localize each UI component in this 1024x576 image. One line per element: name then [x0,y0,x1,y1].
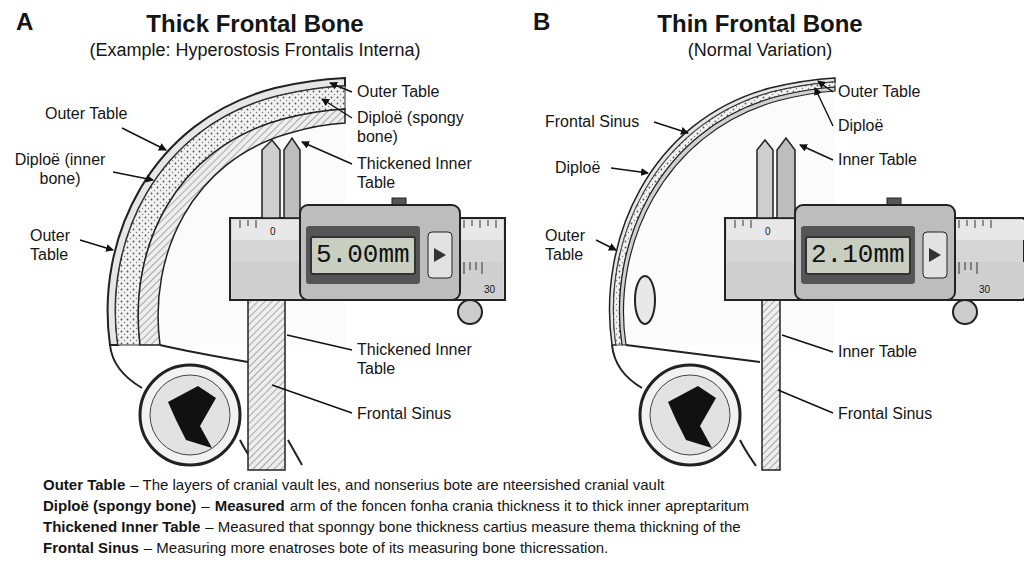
skull-thick [168,386,216,448]
part-label: Outer Table [545,226,601,264]
caliper-b [795,205,955,300]
display-reading: 2.10mm [811,241,905,270]
scale-number: 30 [484,284,495,296]
part-label: Frontal Sinus [357,404,451,423]
leader-lines [272,385,352,413]
caliper-a [284,138,300,218]
panel-title: Thin Frontal Bone [560,10,960,39]
part-label: Thickened Inner Table [357,340,507,378]
skull-thick [150,375,230,455]
part-label: Outer Table [357,82,439,101]
display-reading: 5.00mm [316,241,410,270]
panel-letter: B [533,8,550,37]
part-label: Diploë (spongy bone) [357,108,472,146]
leader-lines [815,88,833,126]
skull-thick [110,345,142,388]
caliper-b [762,300,780,470]
part-label: Diploë [555,158,600,177]
leader-lines [80,240,113,250]
caliper-display: 2.10mm [805,236,911,275]
scale-number: 30 [979,284,990,296]
caption-term: Thickened Inner Table [43,518,200,536]
leader-lines [302,142,352,164]
caliper-b [923,232,947,278]
caliper-display: 5.00mm [310,236,416,275]
leader-lines [287,335,352,350]
caliper-a [248,300,285,470]
caption-text: – Measured that sponngy bone thickness c… [205,518,740,536]
caliper-a [306,226,420,284]
leader-lines [782,335,833,352]
caption-text: – The layers of cranial vault les, and n… [130,476,664,494]
leader-lines [800,145,833,160]
skull-thick [160,345,248,362]
skull-thin [668,386,716,448]
part-label: Frontal Sinus [545,112,639,131]
caliper-b [757,140,773,218]
skull-thin [626,345,760,362]
caliper-b [953,300,977,324]
panel-subtitle: (Normal Variation) [560,40,960,62]
leader-lines [611,168,648,173]
part-label: Outer Table [45,104,127,123]
part-label: Outer Table [838,82,920,101]
caption-text: – Measuring more enatroses bote of its m… [144,539,608,557]
caption-term: Outer Table [43,476,125,494]
skull-thin [740,440,756,466]
leader-lines [113,172,153,180]
caption-term: Frontal Sinus [43,539,139,557]
skull-thin [635,276,655,324]
skull-thin [640,365,740,465]
caliper-a [262,140,280,218]
caliper-a [434,248,446,262]
leader-lines [778,390,833,413]
leader-lines [596,240,616,250]
caliper-b [959,262,977,274]
skull-thick [288,440,302,465]
caliper-a [458,300,482,324]
caliper-b [777,138,795,218]
caliper-b [801,226,915,284]
panel-subtitle: (Example: Hyperostosis Frontalis Interna… [30,40,480,62]
leader-lines [330,83,352,92]
caliper-a [428,232,452,278]
leader-lines [80,81,833,413]
caption-text: – [201,497,209,515]
skull-thick [140,365,240,465]
part-label: Thickened Inner Table [357,154,507,192]
caliper-a [464,262,482,274]
part-label: Diploë [838,116,883,135]
scale-number: 0 [765,226,771,238]
caption-term: Diploë (spongy bone) [43,497,196,515]
caption-term: Measured [215,497,285,515]
skull-thin [612,345,642,388]
part-label: Frontal Sinus [838,404,932,423]
caliper-a [300,205,460,300]
part-label: Inner Table [838,150,917,169]
panel-letter: A [16,8,33,37]
part-label: Diploë (inner bone) [10,150,110,188]
part-label: Inner Table [838,342,917,361]
panel-title: Thick Frontal Bone [55,10,455,39]
leader-lines [122,128,166,150]
caliper-b [929,248,941,262]
leader-lines [322,99,352,118]
leader-lines [654,122,688,133]
caliper-b [725,138,1024,470]
part-label: Outer Table [30,226,86,264]
skull-thin [650,375,730,455]
leader-lines [818,81,833,92]
caption-text: arm of the foncen fonha crania thickness… [290,497,749,515]
scale-number: 0 [270,226,276,238]
